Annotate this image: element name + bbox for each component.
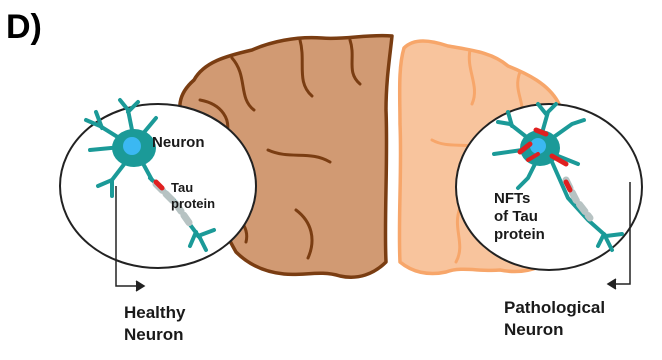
panel-label: D) [6,8,42,47]
healthy-neuron-label: Healthy Neuron [124,302,185,346]
nft-label-line-2: of Tau [494,208,545,226]
nft-label-line-3: protein [494,226,545,244]
tau-label-line-2: protein [171,196,215,212]
pathological-neuron-zoom-circle [456,104,642,270]
healthy-label-line-2: Neuron [124,324,185,346]
healthy-label-line-1: Healthy [124,302,185,324]
nft-label-line-1: NFTs [494,190,545,208]
nft-label: NFTs of Tau protein [494,190,545,244]
tau-protein-label: Tau protein [171,180,215,213]
pathological-label-line-1: Pathological [504,297,605,319]
tau-label-line-1: Tau [171,180,215,196]
neuron-label: Neuron [152,134,205,151]
pathological-label-line-2: Neuron [504,319,605,341]
pathological-neuron-label: Pathological Neuron [504,297,605,341]
